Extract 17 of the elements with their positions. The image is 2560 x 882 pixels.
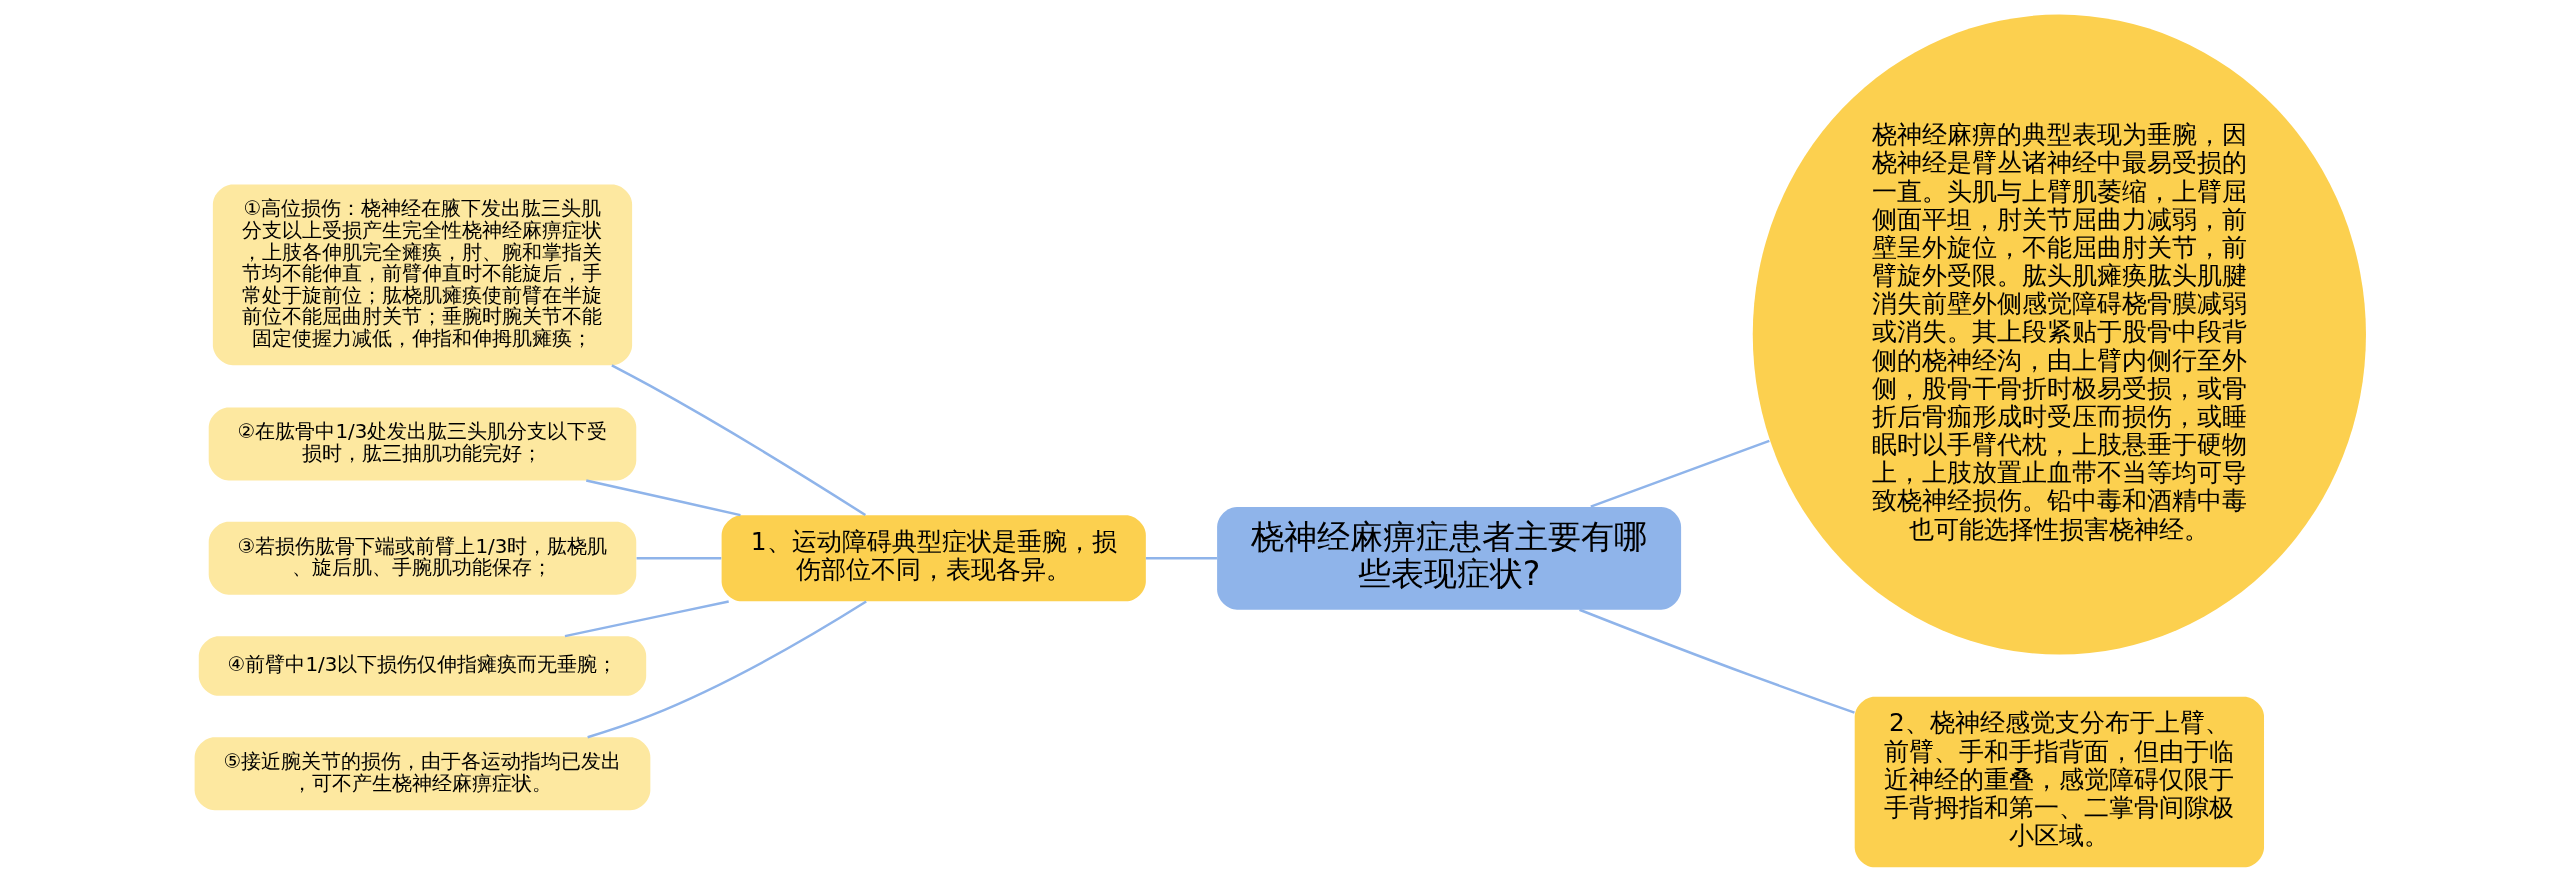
- node-box: ②在肱骨中1/3处发出肱三头肌分支以下受损时，肱三抽肌功能完好；: [208, 407, 636, 481]
- connector: [585, 479, 741, 517]
- node-box: 1、运动障碍典型症状是垂腕，损伤部位不同，表现各异。: [721, 515, 1146, 602]
- connector: [1589, 439, 1770, 508]
- node-box: 2、桡神经感觉支分布于上臂、前臂、手和手指背面，但由于临近神经的重叠，感觉障碍仅限于手背拇指和第一、二掌骨间隙极小区域。: [1854, 696, 2264, 868]
- connector: [1578, 608, 1855, 714]
- node-box: ①高位损伤：桡神经在腋下发出肱三头肌分支以上受损产生完全性桡神经麻痹症状，上肢各伸肌完全瘫痪，肘、腕和掌指关节均不能伸直，前臂伸直时不能旋后，手常处于旋前位；肱桡肌瘫痪使前臂在半旋前位不能屈曲肘关节；垂腕时腕关节不能固定使握力减低，伸指和伸拇肌瘫痪；: [212, 184, 632, 366]
- node-box: ⑤接近腕关节的损伤，由于各运动指均已发出，可不产生桡神经麻痹症状。: [194, 737, 650, 811]
- connector: [610, 364, 866, 517]
- node-circle: 桡神经麻痹的典型表现为垂腕，因桡神经是臂丛诸神经中最易受损的一直。头肌与上臂肌萎缩，上臂屈侧面平坦，肘关节屈曲力减弱，前壁呈外旋位，不能屈曲肘关节，前臂旋外受限。肱头肌瘫痪肱头肌腱消失前壁外侧感觉障碍桡骨膜减弱或消失。其上段紧贴于股骨中段背侧的桡神经沟，由上臂内侧行至外侧，股骨干骨折时极易受损，或骨折后骨痂形成时受压而损伤，或睡眠时以手臂代枕，上肢悬垂于硬物上，上肢放置止血带不当等均可导致桡神经损伤。铅中毒和酒精中毒也可能选择性损害桡神经。: [1752, 14, 2366, 655]
- node-box: ④前臂中1/3以下损伤仅伸指瘫痪而无垂腕；: [198, 636, 646, 696]
- connector: [564, 600, 729, 638]
- connector: [586, 600, 867, 739]
- node-box: ③若损伤肱骨下端或前臂上1/3时，肱桡肌、旋后肌、手腕肌功能保存；: [208, 521, 636, 595]
- connector: [636, 557, 721, 560]
- node-box: 桡神经麻痹症患者主要有哪些表现症状?: [1216, 506, 1681, 610]
- connector: [1145, 557, 1217, 560]
